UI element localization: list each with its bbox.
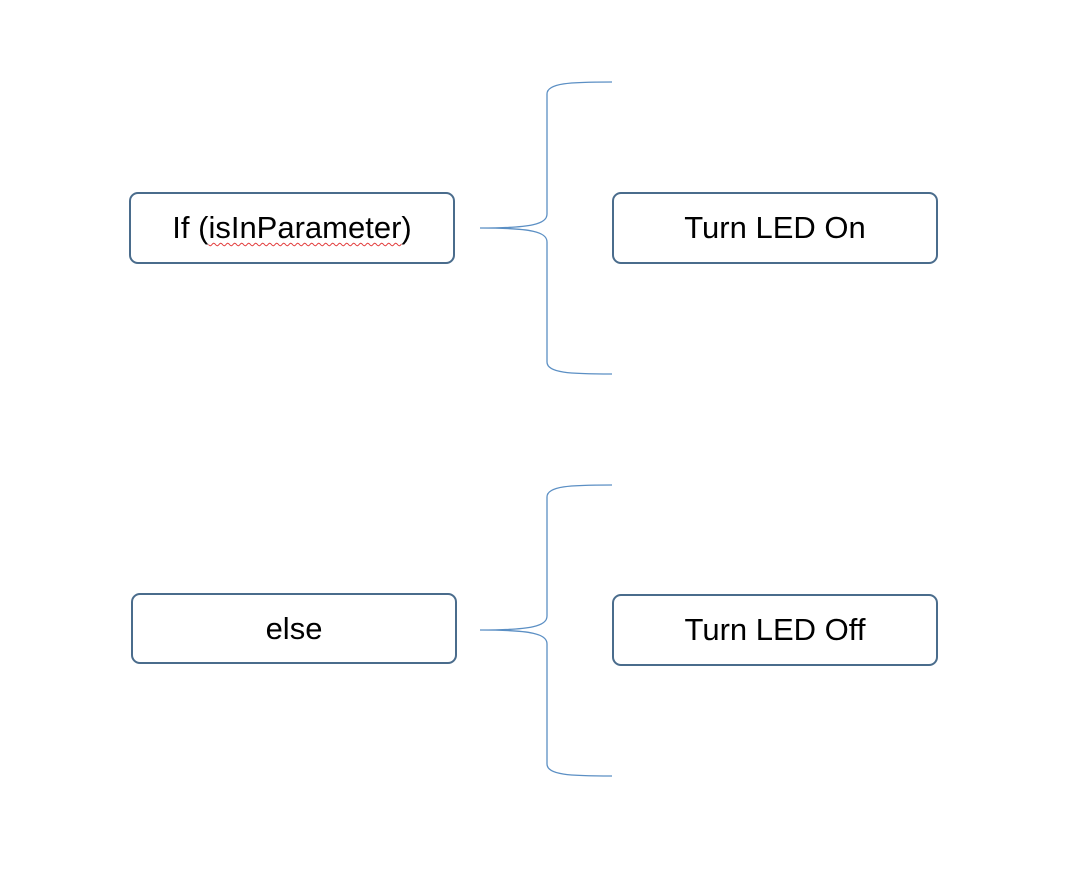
if-keyword-text: If ( bbox=[172, 210, 209, 245]
turn-led-off-label: Turn LED Off bbox=[684, 612, 866, 647]
if-condition-box: If (isInParameter) bbox=[129, 192, 455, 264]
if-closing-paren: ) bbox=[401, 210, 412, 245]
turn-led-on-label: Turn LED On bbox=[684, 210, 866, 245]
brace-if-branch bbox=[479, 81, 613, 375]
condition-identifier: isInParameter bbox=[208, 210, 402, 245]
else-box: else bbox=[131, 593, 457, 664]
turn-led-off-box: Turn LED Off bbox=[612, 594, 938, 666]
brace-else-branch bbox=[479, 484, 613, 777]
else-label: else bbox=[265, 610, 323, 646]
turn-led-on-box: Turn LED On bbox=[612, 192, 938, 264]
